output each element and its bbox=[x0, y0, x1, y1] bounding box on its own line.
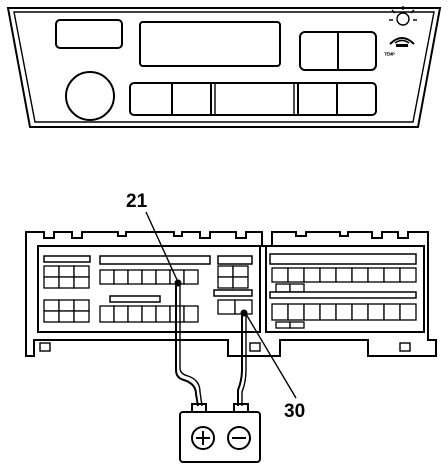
test-leads bbox=[145, 211, 297, 407]
pin-cavity bbox=[43, 310, 60, 323]
pin-cavity bbox=[271, 303, 289, 321]
pin-cavity bbox=[367, 267, 385, 283]
connector-right-half bbox=[265, 245, 425, 333]
pin-cavity bbox=[319, 267, 337, 283]
pin-cavity bbox=[58, 299, 75, 312]
pin-cavity bbox=[383, 303, 401, 321]
sun-icon bbox=[389, 6, 417, 26]
pin-cavity bbox=[335, 267, 353, 283]
pin-cavity bbox=[319, 303, 337, 321]
pin-cavity bbox=[232, 265, 249, 278]
pin-cavity bbox=[127, 269, 143, 285]
pin-cavity bbox=[99, 305, 115, 323]
pin-cavity bbox=[217, 276, 234, 289]
pin-cavity bbox=[183, 269, 199, 285]
pin-cavity bbox=[303, 267, 321, 283]
pin-cavity bbox=[73, 299, 90, 312]
pin-cavity bbox=[99, 269, 115, 285]
pin-cavity bbox=[127, 305, 143, 323]
pin-cavity bbox=[73, 265, 90, 278]
pin-cavity bbox=[141, 305, 157, 323]
pin-cavity bbox=[217, 299, 236, 315]
pin-cavity bbox=[43, 299, 60, 312]
pin-label-30: 30 bbox=[284, 401, 306, 422]
pin-cavity bbox=[155, 269, 171, 285]
pin-cavity bbox=[58, 276, 75, 289]
connector-left-half bbox=[37, 245, 261, 333]
pin-cavity bbox=[43, 276, 60, 289]
temp-icon-caption: ᵀᴱᴹᴾ bbox=[384, 52, 395, 59]
leader-line-30 bbox=[245, 313, 297, 399]
pin-cavity bbox=[287, 303, 305, 321]
pin-cavity bbox=[155, 305, 171, 323]
pin-cavity bbox=[43, 265, 60, 278]
pin-cavity bbox=[217, 265, 234, 278]
panel-knob bbox=[65, 71, 115, 121]
pin-cavity bbox=[303, 303, 321, 321]
pin-cavity bbox=[275, 283, 291, 293]
plus-circle-icon bbox=[191, 426, 215, 450]
panel-button-left bbox=[55, 19, 123, 49]
pin-cavity bbox=[335, 303, 353, 321]
panel-button-row bbox=[129, 82, 377, 116]
pin-cavity bbox=[73, 310, 90, 323]
pin-cavity bbox=[275, 321, 291, 329]
ecu-connector bbox=[25, 231, 437, 357]
pin-cavity bbox=[141, 269, 157, 285]
minus-circle-icon bbox=[227, 426, 251, 450]
pin-cavity bbox=[351, 267, 369, 283]
panel-button-pair-top bbox=[299, 31, 377, 71]
pin-cavity bbox=[383, 267, 401, 283]
pin-cavity bbox=[271, 267, 289, 283]
pin-cavities bbox=[43, 265, 417, 329]
pin-cavity bbox=[58, 265, 75, 278]
pin-label-21: 21 bbox=[126, 191, 148, 212]
pin-cavity bbox=[367, 303, 385, 321]
pin-cavity bbox=[351, 303, 369, 321]
battery bbox=[179, 403, 261, 463]
pin-cavity bbox=[58, 310, 75, 323]
control-panel: ᵀᴱᴹᴾ bbox=[6, 6, 442, 128]
pin-cavity bbox=[399, 267, 417, 283]
pin-cavity bbox=[183, 305, 199, 323]
pin-cavity bbox=[73, 276, 90, 289]
pin-cavity bbox=[113, 305, 129, 323]
leader-line-21 bbox=[145, 211, 179, 283]
pin-cavity bbox=[399, 303, 417, 321]
pin-cavity bbox=[289, 283, 305, 293]
pin-cavity bbox=[287, 267, 305, 283]
panel-display bbox=[139, 21, 281, 67]
pin-cavity bbox=[232, 276, 249, 289]
pin-cavity bbox=[289, 321, 305, 329]
pin-cavity bbox=[113, 269, 129, 285]
temp-sensor-icon bbox=[389, 37, 415, 47]
